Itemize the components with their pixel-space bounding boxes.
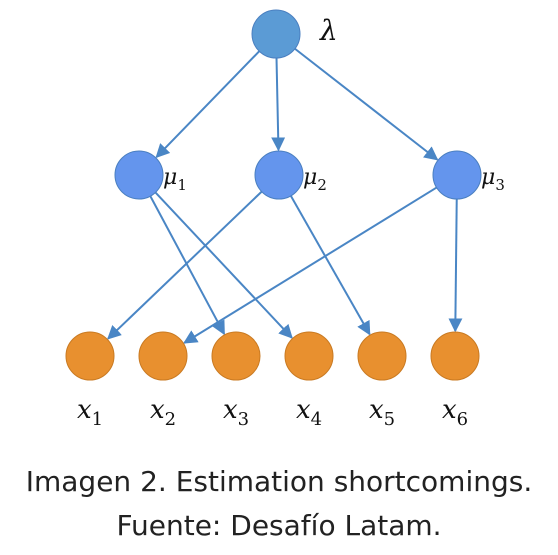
node-x4 xyxy=(284,331,334,381)
caption-title: Imagen 2. Estimation shortcomings. xyxy=(25,465,533,498)
node-x6 xyxy=(430,331,480,381)
label-x2-symbol: x xyxy=(150,395,165,425)
edge-lambda-mu1 xyxy=(155,50,260,159)
label-mu1: μ1 xyxy=(163,165,187,194)
node-x2 xyxy=(138,331,188,381)
node-x1 xyxy=(65,331,115,381)
edge-mu1-x4 xyxy=(154,191,293,339)
label-x1-subscript: 1 xyxy=(92,409,103,430)
label-mu1-symbol: μ xyxy=(163,165,177,190)
label-mu3-subscript: 3 xyxy=(495,176,505,194)
nodes xyxy=(65,9,482,381)
label-x1: x1 xyxy=(77,395,103,430)
label-x5-symbol: x xyxy=(369,395,384,425)
label-x1-symbol: x xyxy=(77,395,92,425)
label-x6: x6 xyxy=(442,395,468,430)
edges xyxy=(107,47,463,344)
label-x4-symbol: x xyxy=(296,395,311,425)
edge-lambda-mu3 xyxy=(294,47,439,161)
node-mu1 xyxy=(114,150,164,200)
label-x5: x5 xyxy=(369,395,395,430)
label-x6-subscript: 6 xyxy=(457,409,468,430)
label-x3-subscript: 3 xyxy=(238,409,249,430)
label-x4-subscript: 4 xyxy=(311,409,322,430)
label-mu1-subscript: 1 xyxy=(177,176,187,194)
label-mu3: μ3 xyxy=(481,165,505,194)
node-x5 xyxy=(357,331,407,381)
label-x6-symbol: x xyxy=(442,395,457,425)
label-mu2-symbol: μ xyxy=(303,165,317,190)
label-mu2: μ2 xyxy=(303,165,327,194)
label-x4: x4 xyxy=(296,395,322,430)
label-lambda: λ xyxy=(319,14,338,47)
label-x2-subscript: 2 xyxy=(165,409,176,430)
edge-mu1-x3 xyxy=(149,195,226,336)
node-mu3 xyxy=(432,150,482,200)
edge-mu2-x5 xyxy=(290,195,371,336)
edge-mu3-x2 xyxy=(183,186,438,344)
label-x3: x3 xyxy=(223,395,249,430)
label-mu3-symbol: μ xyxy=(481,165,495,190)
edge-mu2-x1 xyxy=(107,190,263,340)
edge-lambda-mu2 xyxy=(271,57,286,152)
label-mu2-subscript: 2 xyxy=(317,176,327,194)
node-x3 xyxy=(211,331,261,381)
node-lambda xyxy=(251,9,301,59)
caption-source: Fuente: Desafío Latam. xyxy=(116,509,442,542)
label-lambda-symbol: λ xyxy=(319,14,338,47)
edge-mu3-x6 xyxy=(448,198,463,333)
label-x5-subscript: 5 xyxy=(384,409,395,430)
label-x3-symbol: x xyxy=(223,395,238,425)
node-mu2 xyxy=(254,150,304,200)
label-x2: x2 xyxy=(150,395,176,430)
